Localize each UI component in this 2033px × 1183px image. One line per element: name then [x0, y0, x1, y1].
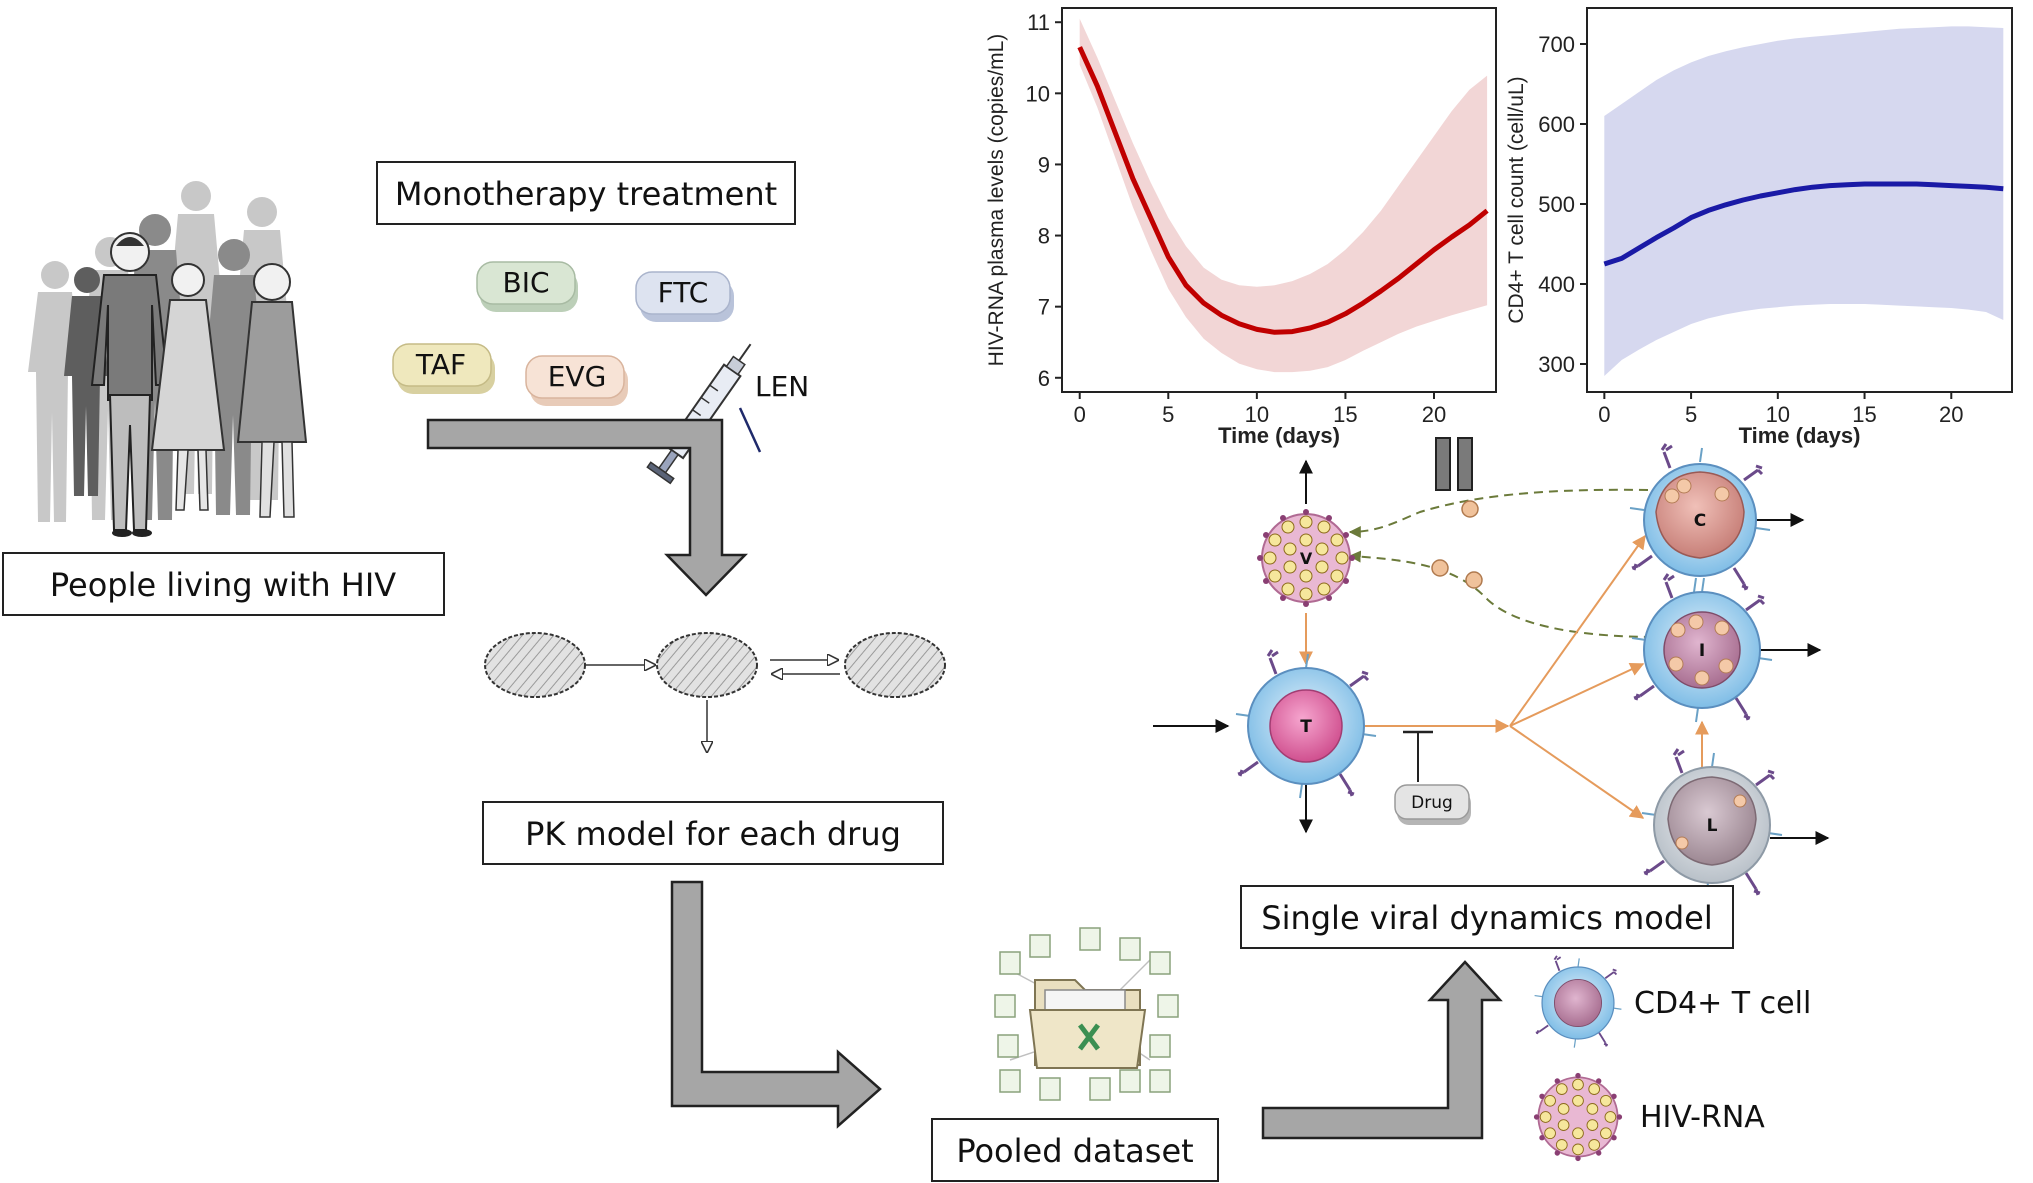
pill-evg-label: EVG	[548, 360, 607, 393]
flow-arrow-pooled-to-model	[1261, 960, 1503, 1140]
cell-l-label: L	[1707, 816, 1718, 836]
legend: CD4+ T cell HIV-RNA	[1533, 954, 1811, 1162]
cd4-plot-frame	[1586, 7, 2013, 393]
viral-ytick-label: 9	[1038, 152, 1050, 177]
drug-label: Drug	[1411, 793, 1453, 813]
cell-t-label: T	[1300, 717, 1312, 737]
viral-xtick-label: 15	[1333, 402, 1357, 427]
cd4-ytick-label: 400	[1538, 272, 1575, 297]
viral-ytick-label: 6	[1038, 366, 1050, 391]
cd4-xtick-label: 5	[1685, 402, 1697, 427]
cd4-xtick-label: 0	[1598, 402, 1610, 427]
drug-pill: Drug	[1394, 784, 1471, 825]
viral-ytick-label: 11	[1027, 10, 1050, 35]
cd4-median-line	[1603, 181, 2004, 267]
cd4-xtick-label: 20	[1939, 402, 1963, 427]
woman-figure	[150, 263, 226, 511]
cd4-xtick-label: 15	[1852, 402, 1876, 427]
legend-cd4-label: CD4+ T cell	[1634, 986, 1811, 1021]
pill-ftc-label: FTC	[658, 276, 709, 309]
legend-hiv-label: HIV-RNA	[1640, 1100, 1765, 1135]
cell-c-label: C	[1694, 511, 1706, 531]
cd4-ytick-label: 300	[1538, 352, 1575, 377]
pill-bic: BIC	[476, 261, 578, 312]
pk-compartment-diagram	[484, 632, 946, 752]
man-figure	[90, 232, 170, 537]
cd4-ylabel: CD4+ T cell count (cell/uL)	[1505, 76, 1528, 323]
people-label-box: People living with HIV	[2, 552, 445, 616]
monotherapy-box: Monotherapy treatment	[376, 161, 796, 225]
viral-ytick-label: 10	[1026, 81, 1050, 106]
virus-v: V	[1256, 508, 1356, 608]
pill-evg: EVG	[525, 355, 628, 406]
pill-taf-label: TAF	[415, 348, 466, 381]
cd4-xtick-label: 10	[1766, 402, 1790, 427]
syringe-len-label: LEN	[755, 370, 809, 403]
legend-hiv-icon	[1533, 1072, 1623, 1162]
cd4-ytick-label: 600	[1538, 112, 1575, 137]
cell-t: T	[1234, 648, 1378, 800]
cell-i: I	[1630, 572, 1774, 724]
cd4-xlabel: Time (days)	[1739, 423, 1861, 448]
cd4-confidence-band	[1604, 26, 2004, 377]
dataset-icon	[994, 927, 1179, 1101]
viral-plot-frame	[1061, 7, 1497, 393]
cell-c: C	[1628, 442, 1772, 594]
pill-ftc: FTC	[635, 271, 734, 322]
people-illustration	[28, 181, 308, 537]
woman-figure-right	[236, 263, 308, 518]
viral-xlabel: Time (days)	[1218, 423, 1340, 448]
pooled-label: Pooled dataset	[956, 1132, 1193, 1170]
viral-ytick-label: 7	[1038, 295, 1050, 320]
viral-median-line	[1077, 46, 1489, 335]
viral-ylabel: HIV-RNA plasma levels (copies/mL)	[985, 34, 1008, 367]
pk-model-label: PK model for each drug	[525, 815, 901, 853]
pill-taf: TAF	[392, 343, 495, 394]
people-label: People living with HIV	[50, 566, 396, 604]
cell-l: L	[1640, 747, 1784, 899]
viral-dynamics-diagram: Drug V T C	[1153, 437, 1830, 899]
viral-xtick-label: 0	[1074, 402, 1086, 427]
single-model-label: Single viral dynamics model	[1261, 899, 1712, 937]
virus-v-label: V	[1300, 549, 1313, 568]
flow-arrow-people-to-pk	[426, 418, 748, 597]
viral-xtick-label: 20	[1422, 402, 1446, 427]
viral-xtick-label: 10	[1245, 402, 1269, 427]
pooled-box: Pooled dataset	[931, 1118, 1219, 1182]
single-model-box: Single viral dynamics model	[1240, 885, 1734, 949]
monotherapy-label: Monotherapy treatment	[395, 175, 777, 213]
cell-i-label: I	[1699, 641, 1705, 661]
viral-xtick-label: 5	[1162, 402, 1174, 427]
viral-ytick-label: 8	[1038, 224, 1050, 249]
flow-arrow-pk-to-pooled	[670, 880, 882, 1129]
pause-icon	[1435, 437, 1473, 491]
pill-bic-label: BIC	[502, 266, 549, 299]
virus-particles	[1431, 500, 1483, 589]
cd4-ytick-label: 700	[1538, 32, 1575, 57]
viral-confidence-band	[1079, 18, 1488, 373]
cd4-ytick-label: 500	[1538, 192, 1575, 217]
legend-cd4-icon	[1533, 954, 1623, 1049]
pk-model-box: PK model for each drug	[482, 801, 944, 865]
